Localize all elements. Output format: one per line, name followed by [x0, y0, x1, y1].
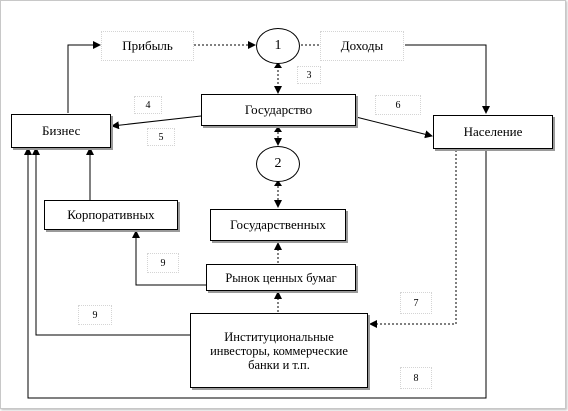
flow-number-5: 5 [147, 128, 175, 146]
label-income: Доходы [320, 31, 404, 61]
node-population: Население [433, 115, 553, 149]
node-securities-market: Рынок ценных бумаг [206, 264, 356, 291]
label-profit: Прибыль [101, 31, 194, 61]
node-corporate: Корпоративных [44, 200, 178, 230]
flow-number-9-upper: 9 [147, 253, 179, 273]
arrow-income-to-population [405, 44, 490, 114]
node-circle-2: 2 [256, 146, 300, 182]
arrow-state-to-business [111, 115, 202, 130]
arrow-state-to-population [355, 116, 433, 139]
arrow-population-to-business [24, 147, 487, 399]
arrow-population-to-institutional [369, 150, 457, 328]
node-institutional: Институциональные инвесторы, коммерчески… [190, 313, 368, 388]
arrow-institutional-to-business [32, 147, 190, 336]
flow-number-6: 6 [375, 95, 421, 115]
node-circle-1: 1 [256, 28, 300, 64]
node-state: Государство [201, 94, 356, 126]
flow-number-7: 7 [400, 292, 432, 314]
flow-number-8: 8 [400, 367, 432, 389]
node-business: Бизнес [11, 114, 111, 148]
flow-number-4: 4 [134, 96, 162, 114]
arrow-market-to-corporate [132, 230, 206, 286]
node-government: Государственных [210, 209, 346, 241]
flow-number-3: 3 [297, 66, 321, 84]
arrow-business-to-profit [67, 41, 101, 113]
flow-number-9-lower: 9 [78, 305, 112, 325]
